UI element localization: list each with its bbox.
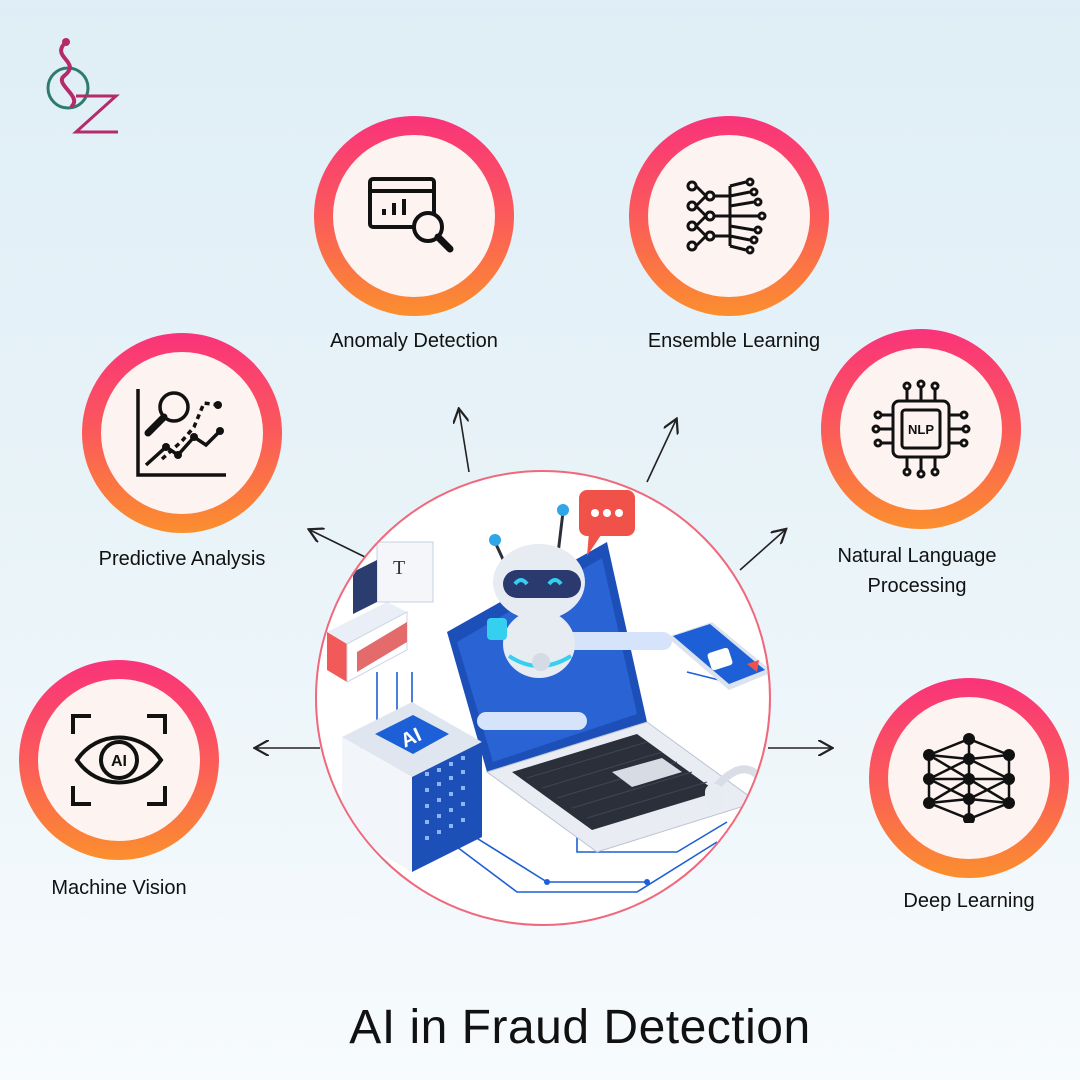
analytics-search-icon: [368, 177, 454, 253]
label-ensemble-learning: Ensemble Learning: [647, 330, 821, 352]
eye-text: AI: [111, 753, 127, 770]
arrow-predictive: [310, 530, 366, 558]
hub-circle: T: [315, 470, 771, 926]
arrow-nlp: [739, 530, 785, 571]
label-machine-vision: Machine Vision: [51, 877, 187, 899]
arrow-anomaly: [459, 410, 470, 473]
label-deep-learning: Deep Learning: [903, 890, 1035, 912]
page-title: AI in Fraud Detection: [349, 1001, 811, 1054]
label-nlp-line2: Processing: [867, 575, 967, 597]
nlp-chip-text: NLP: [908, 422, 934, 437]
node-deep-learning: [869, 678, 1069, 878]
ai-eye-icon: AI: [71, 714, 167, 806]
ai-robot-laptop-illustration: T: [327, 490, 769, 893]
neural-tree-icon: [686, 177, 767, 255]
node-anomaly-detection: [314, 116, 514, 316]
neural-network-icon: [923, 733, 1015, 823]
nlp-chip-icon: NLP: [871, 379, 971, 479]
label-natural-language-processing: Natural Language Processing: [812, 541, 1022, 601]
brand-logo: Z: [42, 36, 122, 141]
node-predictive-analysis: [82, 333, 282, 533]
arrow-ensemble: [646, 420, 676, 483]
label-nlp-line1: Natural Language: [837, 545, 997, 567]
label-predictive-analysis: Predictive Analysis: [98, 548, 266, 570]
node-ensemble-learning: [629, 116, 829, 316]
node-natural-language-processing: NLP: [821, 329, 1021, 529]
node-machine-vision: AI: [19, 660, 219, 860]
doc-text: T: [393, 557, 405, 579]
chart-magnifier-icon: [136, 389, 226, 477]
label-anomaly-detection: Anomaly Detection: [330, 330, 498, 352]
